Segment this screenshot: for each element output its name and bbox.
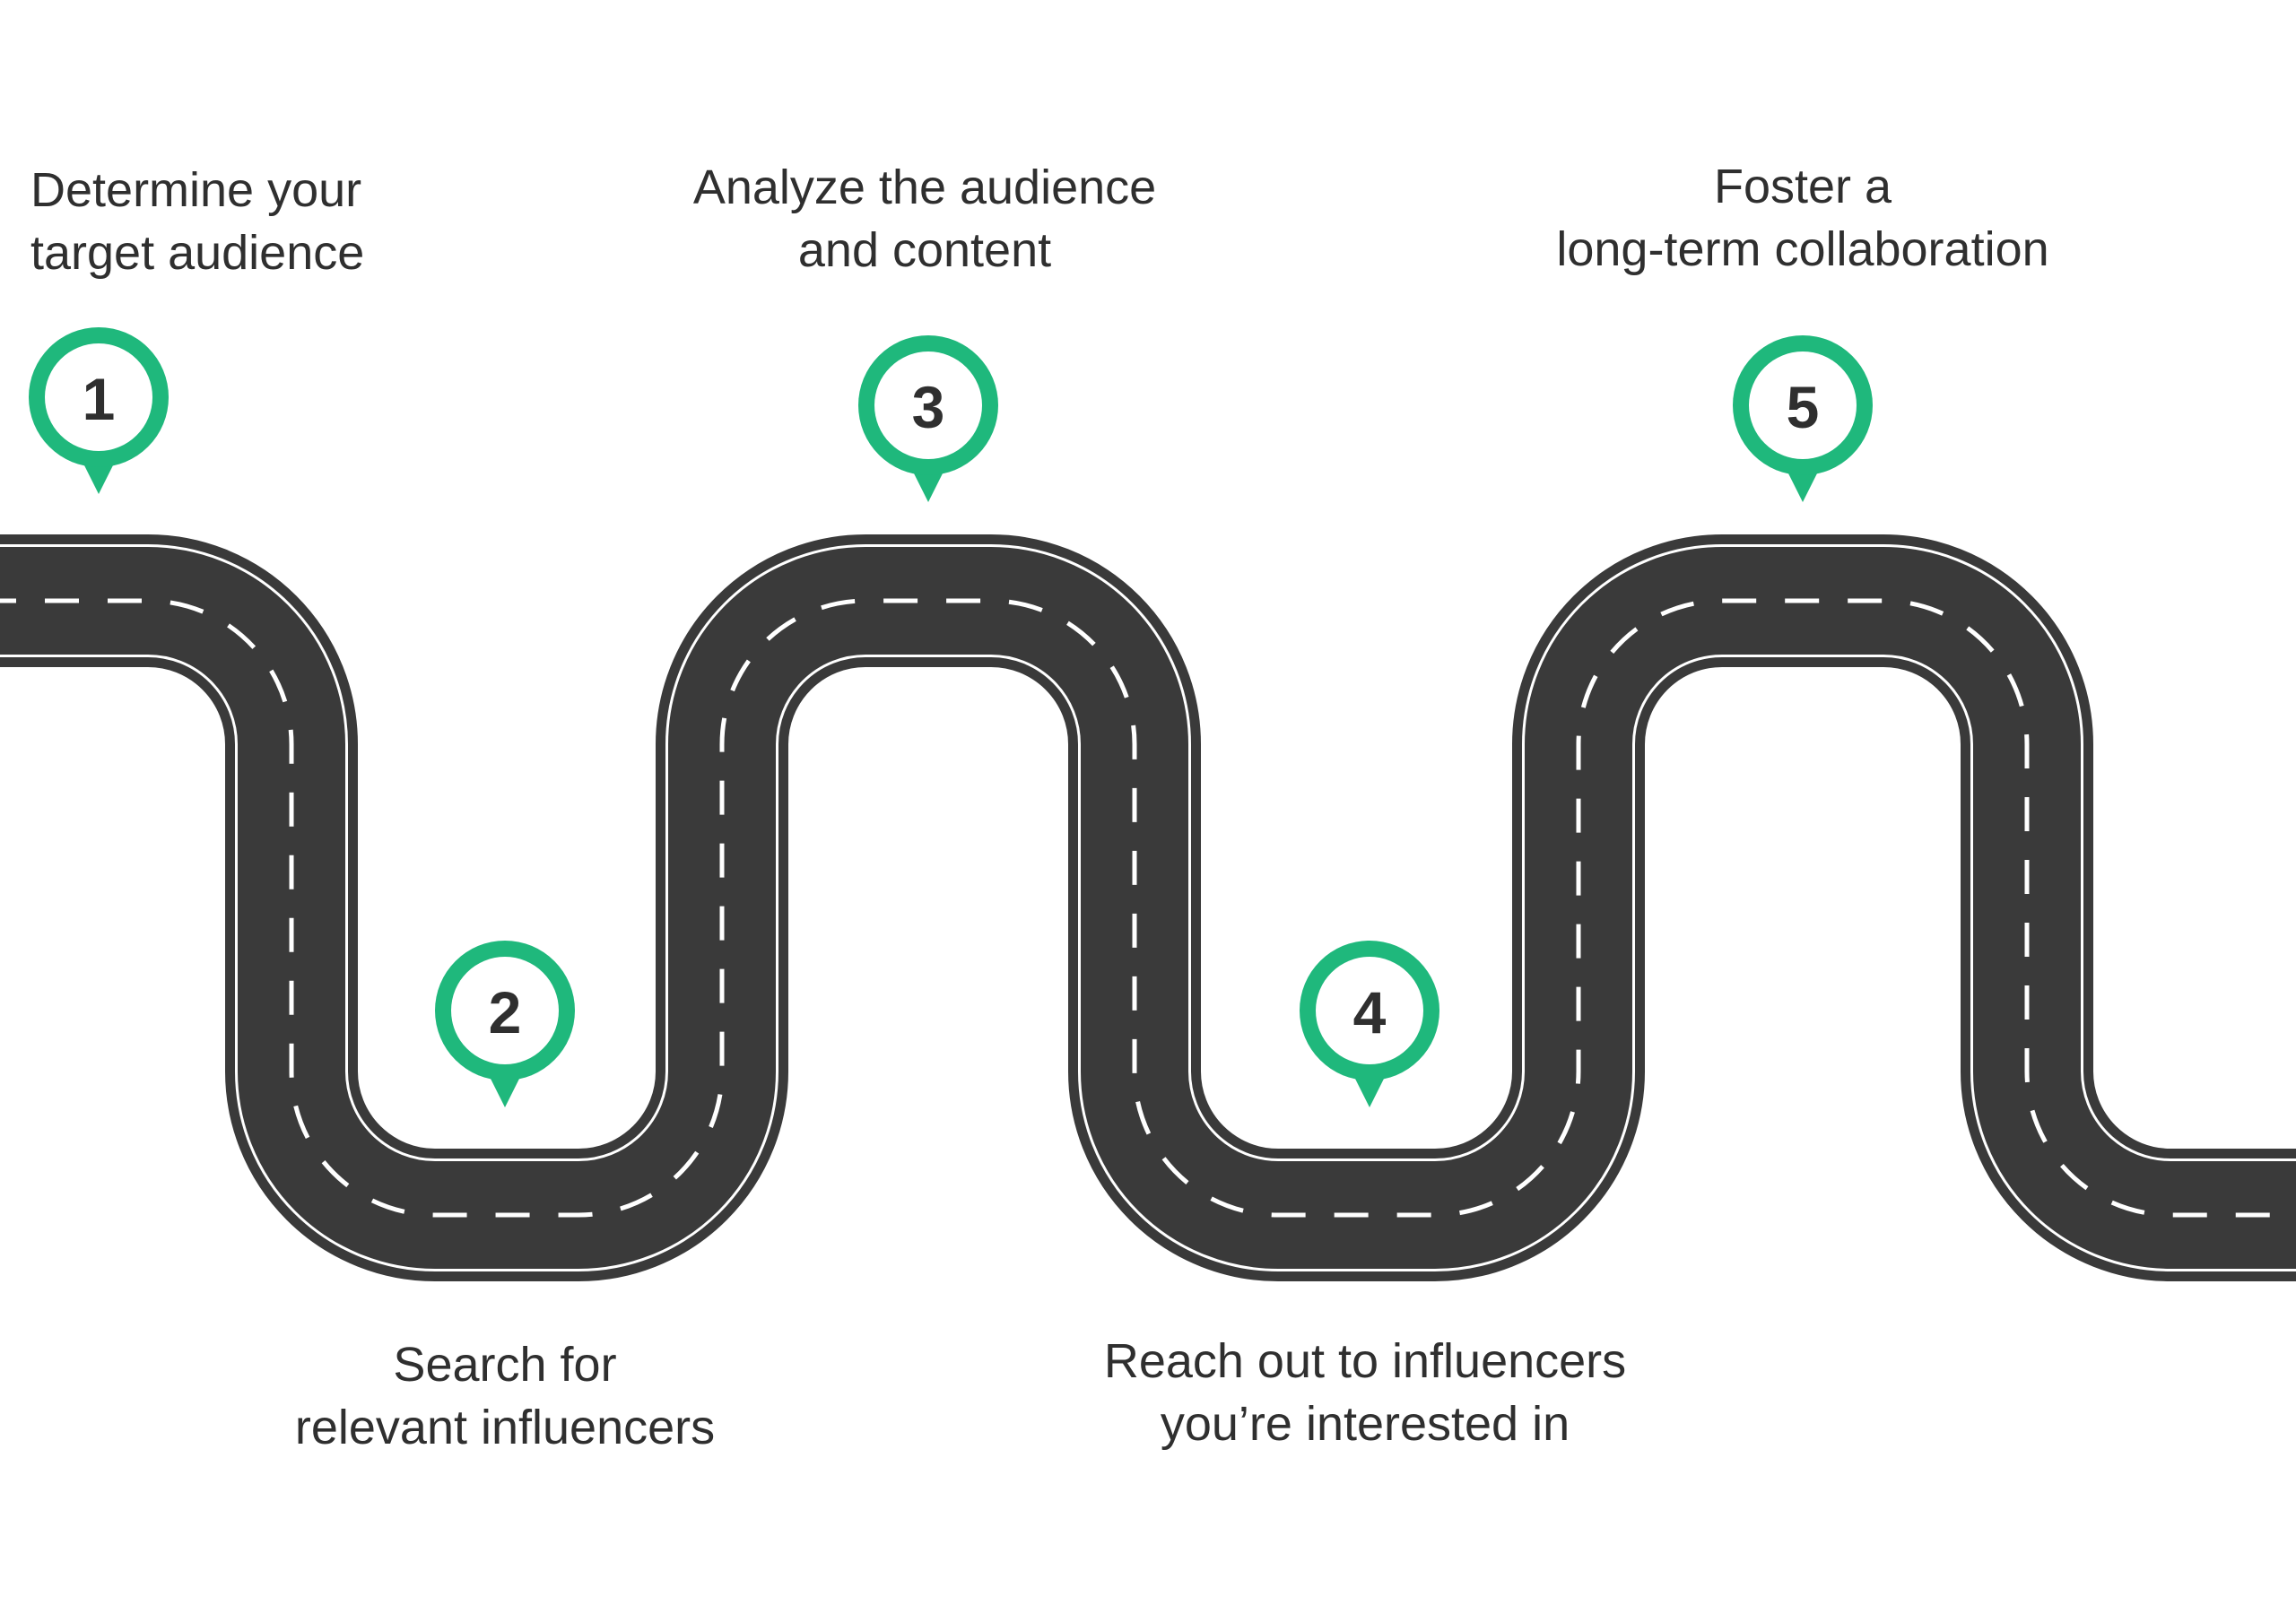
step-5-label-line-2: long-term collaboration [1556, 222, 2049, 276]
step-2-label-line-2: relevant influencers [294, 1401, 716, 1454]
step-2-number: 2 [489, 979, 522, 1046]
step-3-label-line-1: Analyze the audience [692, 161, 1157, 214]
step-3-number: 3 [912, 374, 945, 440]
step-3-label-line-2: and content [797, 223, 1052, 277]
step-1-label-line-1: Determine your [30, 163, 362, 217]
step-5-label: Foster a long-term collaboration [1556, 155, 2048, 281]
step-2-label: Search for relevant influencers [295, 1333, 715, 1459]
step-1-number: 1 [83, 366, 116, 432]
winding-road [0, 534, 2296, 1281]
step-1-label-line-2: target audience [30, 226, 365, 280]
step-5-label-line-1: Foster a [1713, 160, 1892, 213]
step-3-label: Analyze the audience and content [693, 156, 1156, 282]
step-4-label-line-1: Reach out to influencers [1103, 1334, 1627, 1388]
step-2-label-line-1: Search for [393, 1338, 617, 1392]
road-inner-surface [0, 547, 2296, 1269]
step-4-label-line-2: you’re interested in [1160, 1397, 1570, 1451]
step-3-pin-icon: 3 [858, 335, 998, 502]
step-1-pin-icon: 1 [29, 327, 169, 494]
step-5-pin-icon: 5 [1733, 335, 1873, 502]
step-4-number: 4 [1353, 979, 1387, 1046]
step-2-pin-icon: 2 [435, 941, 575, 1107]
step-1-label: Determine your target audience [30, 159, 364, 284]
step-4-label: Reach out to influencers you’re interest… [1104, 1330, 1626, 1455]
step-5-number: 5 [1787, 374, 1820, 440]
step-4-pin-icon: 4 [1300, 941, 1439, 1107]
